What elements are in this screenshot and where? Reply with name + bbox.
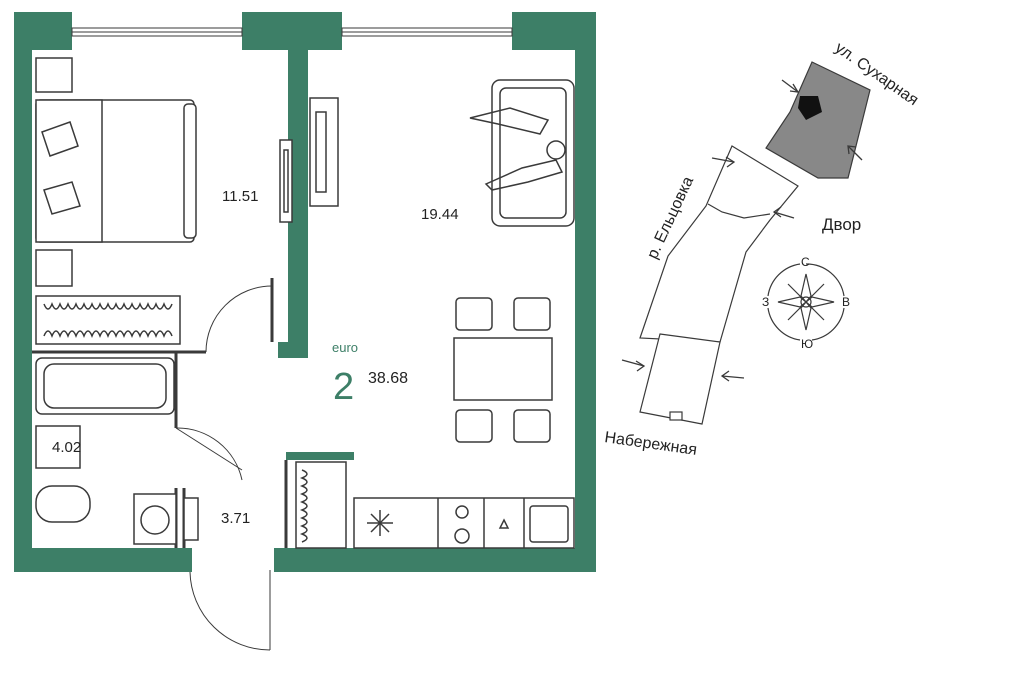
- radiator-kitchen: [295, 461, 347, 549]
- rooms-count: 2: [333, 366, 354, 408]
- nightstands: [35, 57, 73, 287]
- bed: [35, 99, 197, 243]
- kitchen-counter: [353, 497, 575, 549]
- compass-north: С: [801, 255, 810, 269]
- site-arrows: [621, 79, 863, 382]
- exterior-walls: [14, 12, 596, 572]
- apartment-marker: [798, 96, 822, 120]
- total-area: 38.68: [368, 370, 408, 387]
- bedroom-area: 11.51: [222, 188, 258, 205]
- compass-rose: [767, 263, 845, 341]
- door-swings: [175, 285, 273, 651]
- living-area: 19.44: [421, 206, 459, 223]
- sofa: [469, 79, 575, 227]
- wardrobe-radiator: [35, 295, 181, 345]
- highlighted-building: [765, 61, 871, 179]
- site-map: [639, 61, 871, 425]
- courtyard-label: Двор: [822, 215, 861, 234]
- compass-east: В: [842, 295, 850, 309]
- compass-labels: С Ю З В: [762, 255, 850, 351]
- windows: [71, 27, 513, 37]
- embankment-label: Набережная: [603, 429, 698, 459]
- area-labels: 11.51 19.44 4.02 3.71: [52, 188, 459, 527]
- apartment-summary: euro 2 38.68: [332, 340, 408, 408]
- tv-units: [279, 97, 339, 223]
- compass-west: З: [762, 295, 769, 309]
- hall-area: 3.71: [221, 510, 250, 527]
- bathroom-area: 4.02: [52, 439, 81, 456]
- compass-south: Ю: [801, 337, 813, 351]
- apartment-type-label: euro: [332, 340, 358, 355]
- dining-set: [453, 297, 553, 443]
- bathroom-fixtures: [35, 357, 199, 545]
